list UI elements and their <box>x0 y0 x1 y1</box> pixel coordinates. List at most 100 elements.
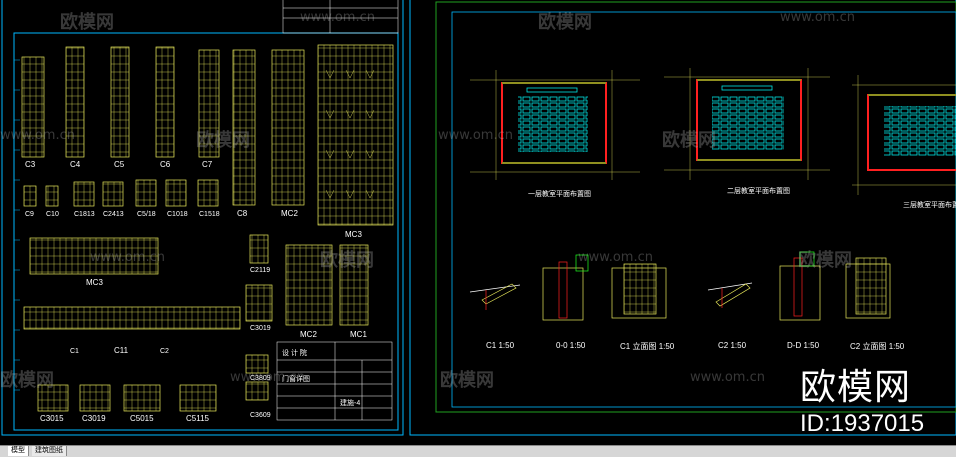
window-mc3 <box>29 237 159 275</box>
label-c5015: C5015 <box>130 414 154 423</box>
watermark-url: www.om.cn <box>90 250 165 265</box>
title-block-company: 设 计 院 <box>282 350 307 357</box>
tab-architectural-drawings[interactable]: 建筑图纸 <box>32 446 67 456</box>
window-c6 <box>155 46 175 158</box>
watermark-url: www.om.cn <box>780 10 855 25</box>
watermark-logo: 欧模网 <box>0 370 54 391</box>
plan-caption-1: 一层教室平面布置图 <box>528 191 591 198</box>
detail-label-c2-elev: C2 立面图 1:50 <box>850 342 905 351</box>
watermark-logo: 欧模网 <box>196 130 250 151</box>
detail-c2-section <box>707 282 753 308</box>
watermark-logo: 欧模网 <box>798 250 852 271</box>
label-c8: C8 <box>237 209 248 218</box>
window-details <box>469 251 891 321</box>
detail-c1-section <box>469 283 521 310</box>
watermark-url: www.om.cn <box>578 250 653 265</box>
title-block-drawing-name: 门窗详图 <box>282 376 310 383</box>
label-c1-left: C1 <box>70 348 79 355</box>
tab-nav-arrows[interactable] <box>0 446 6 456</box>
right-sheet-outer-frame <box>409 0 956 436</box>
label-mc3-right: MC3 <box>345 230 362 239</box>
label-c3: C3 <box>25 160 36 169</box>
detail-d-d-section <box>779 251 821 321</box>
window-large <box>317 44 394 226</box>
window-c3 <box>21 56 45 158</box>
label-c3019-mid: C3019 <box>250 325 271 332</box>
detail-c2-elevation <box>845 257 891 319</box>
brand-name: 欧模网 <box>800 367 912 408</box>
label-c2-right: C2 <box>160 348 169 355</box>
title-block <box>276 341 393 421</box>
detail-label-c1-elev: C1 立面图 1:50 <box>620 342 675 351</box>
left-sheet <box>1 0 404 436</box>
label-c1518: C1518 <box>199 211 220 218</box>
label-c7: C7 <box>202 160 213 169</box>
label-mc3: MC3 <box>86 278 103 287</box>
right-sheet-green-frame <box>435 1 956 413</box>
label-c3809: C3809 <box>250 375 271 382</box>
detail-0-0-section <box>542 254 589 321</box>
plan-caption-2: 二层教室平面布置图 <box>727 188 790 195</box>
label-c1018: C1018 <box>167 211 188 218</box>
watermark-url: www.om.cn <box>230 370 305 385</box>
watermark-logo: 欧模网 <box>60 12 114 33</box>
window-c8 <box>232 49 256 206</box>
label-c9: C9 <box>25 211 34 218</box>
window-c5 <box>110 46 130 158</box>
label-mc2: MC2 <box>300 330 317 339</box>
plan-caption-3: 三层教室平面布置图 <box>903 202 956 209</box>
label-c3609: C3609 <box>250 412 271 419</box>
label-c4: C4 <box>70 160 81 169</box>
label-mc1: MC1 <box>350 330 367 339</box>
classroom-plan-1 <box>470 70 640 180</box>
title-block-drawing-no: 建施-4 <box>340 400 361 407</box>
layout-tab-bar: 模型 建筑图纸 <box>0 445 956 457</box>
window-c7 <box>198 49 220 158</box>
classroom-plan-3 <box>852 75 956 195</box>
right-sheet-inner-frame <box>451 11 956 408</box>
cad-drawing-canvas[interactable] <box>0 0 956 445</box>
asset-id: ID:1937015 <box>800 410 925 437</box>
window-c4 <box>65 46 85 158</box>
watermark-logo: 欧模网 <box>538 12 592 33</box>
label-c518: C5/18 <box>137 211 156 218</box>
left-sheet-inner-frame <box>13 32 399 431</box>
watermark-logo: 欧模网 <box>320 250 374 271</box>
label-c11: C11 <box>114 346 129 355</box>
label-c6: C6 <box>160 160 171 169</box>
watermark-url: www.om.cn <box>0 128 75 143</box>
label-c5: C5 <box>114 160 125 169</box>
opening-marks <box>325 69 375 199</box>
left-sheet-outer-frame <box>1 0 404 436</box>
top-title-box <box>282 0 399 34</box>
window-elevations-tall <box>21 44 394 226</box>
left-ruler <box>14 59 20 391</box>
label-c2413: C2413 <box>103 211 124 218</box>
detail-label-c2: C2 1:50 <box>718 341 747 350</box>
window-mc1 <box>285 244 369 326</box>
label-c3019: C3019 <box>82 414 106 423</box>
label-c1813: C1813 <box>74 211 95 218</box>
window-elevations-bottom <box>37 384 217 412</box>
brand-watermark: 欧模网 ID:1937015 <box>800 358 924 438</box>
watermark-url: www.om.cn <box>438 128 513 143</box>
label-mc2-top: MC2 <box>281 209 298 218</box>
window-mc2 <box>271 49 305 206</box>
detail-label-c1: C1 1:50 <box>486 341 515 350</box>
watermark-url: www.om.cn <box>300 10 375 25</box>
classroom-plan-2 <box>664 68 830 180</box>
label-c5115: C5115 <box>186 414 209 423</box>
watermark-logo: 欧模网 <box>662 130 716 151</box>
watermark-url: www.om.cn <box>690 370 765 385</box>
watermark-logo: 欧模网 <box>440 370 494 391</box>
detail-label-d-d: D-D 1:50 <box>787 341 820 350</box>
label-c3015: C3015 <box>40 414 64 423</box>
right-sheet <box>409 0 956 436</box>
window-elevations-small <box>23 179 219 207</box>
label-c10: C10 <box>46 211 59 218</box>
detail-label-0-0: 0-0 1:50 <box>556 341 586 350</box>
detail-c1-elevation <box>611 263 667 319</box>
label-c2119: C2119 <box>250 267 271 274</box>
window-elevations-mid <box>245 234 273 401</box>
tab-model[interactable]: 模型 <box>8 446 29 456</box>
